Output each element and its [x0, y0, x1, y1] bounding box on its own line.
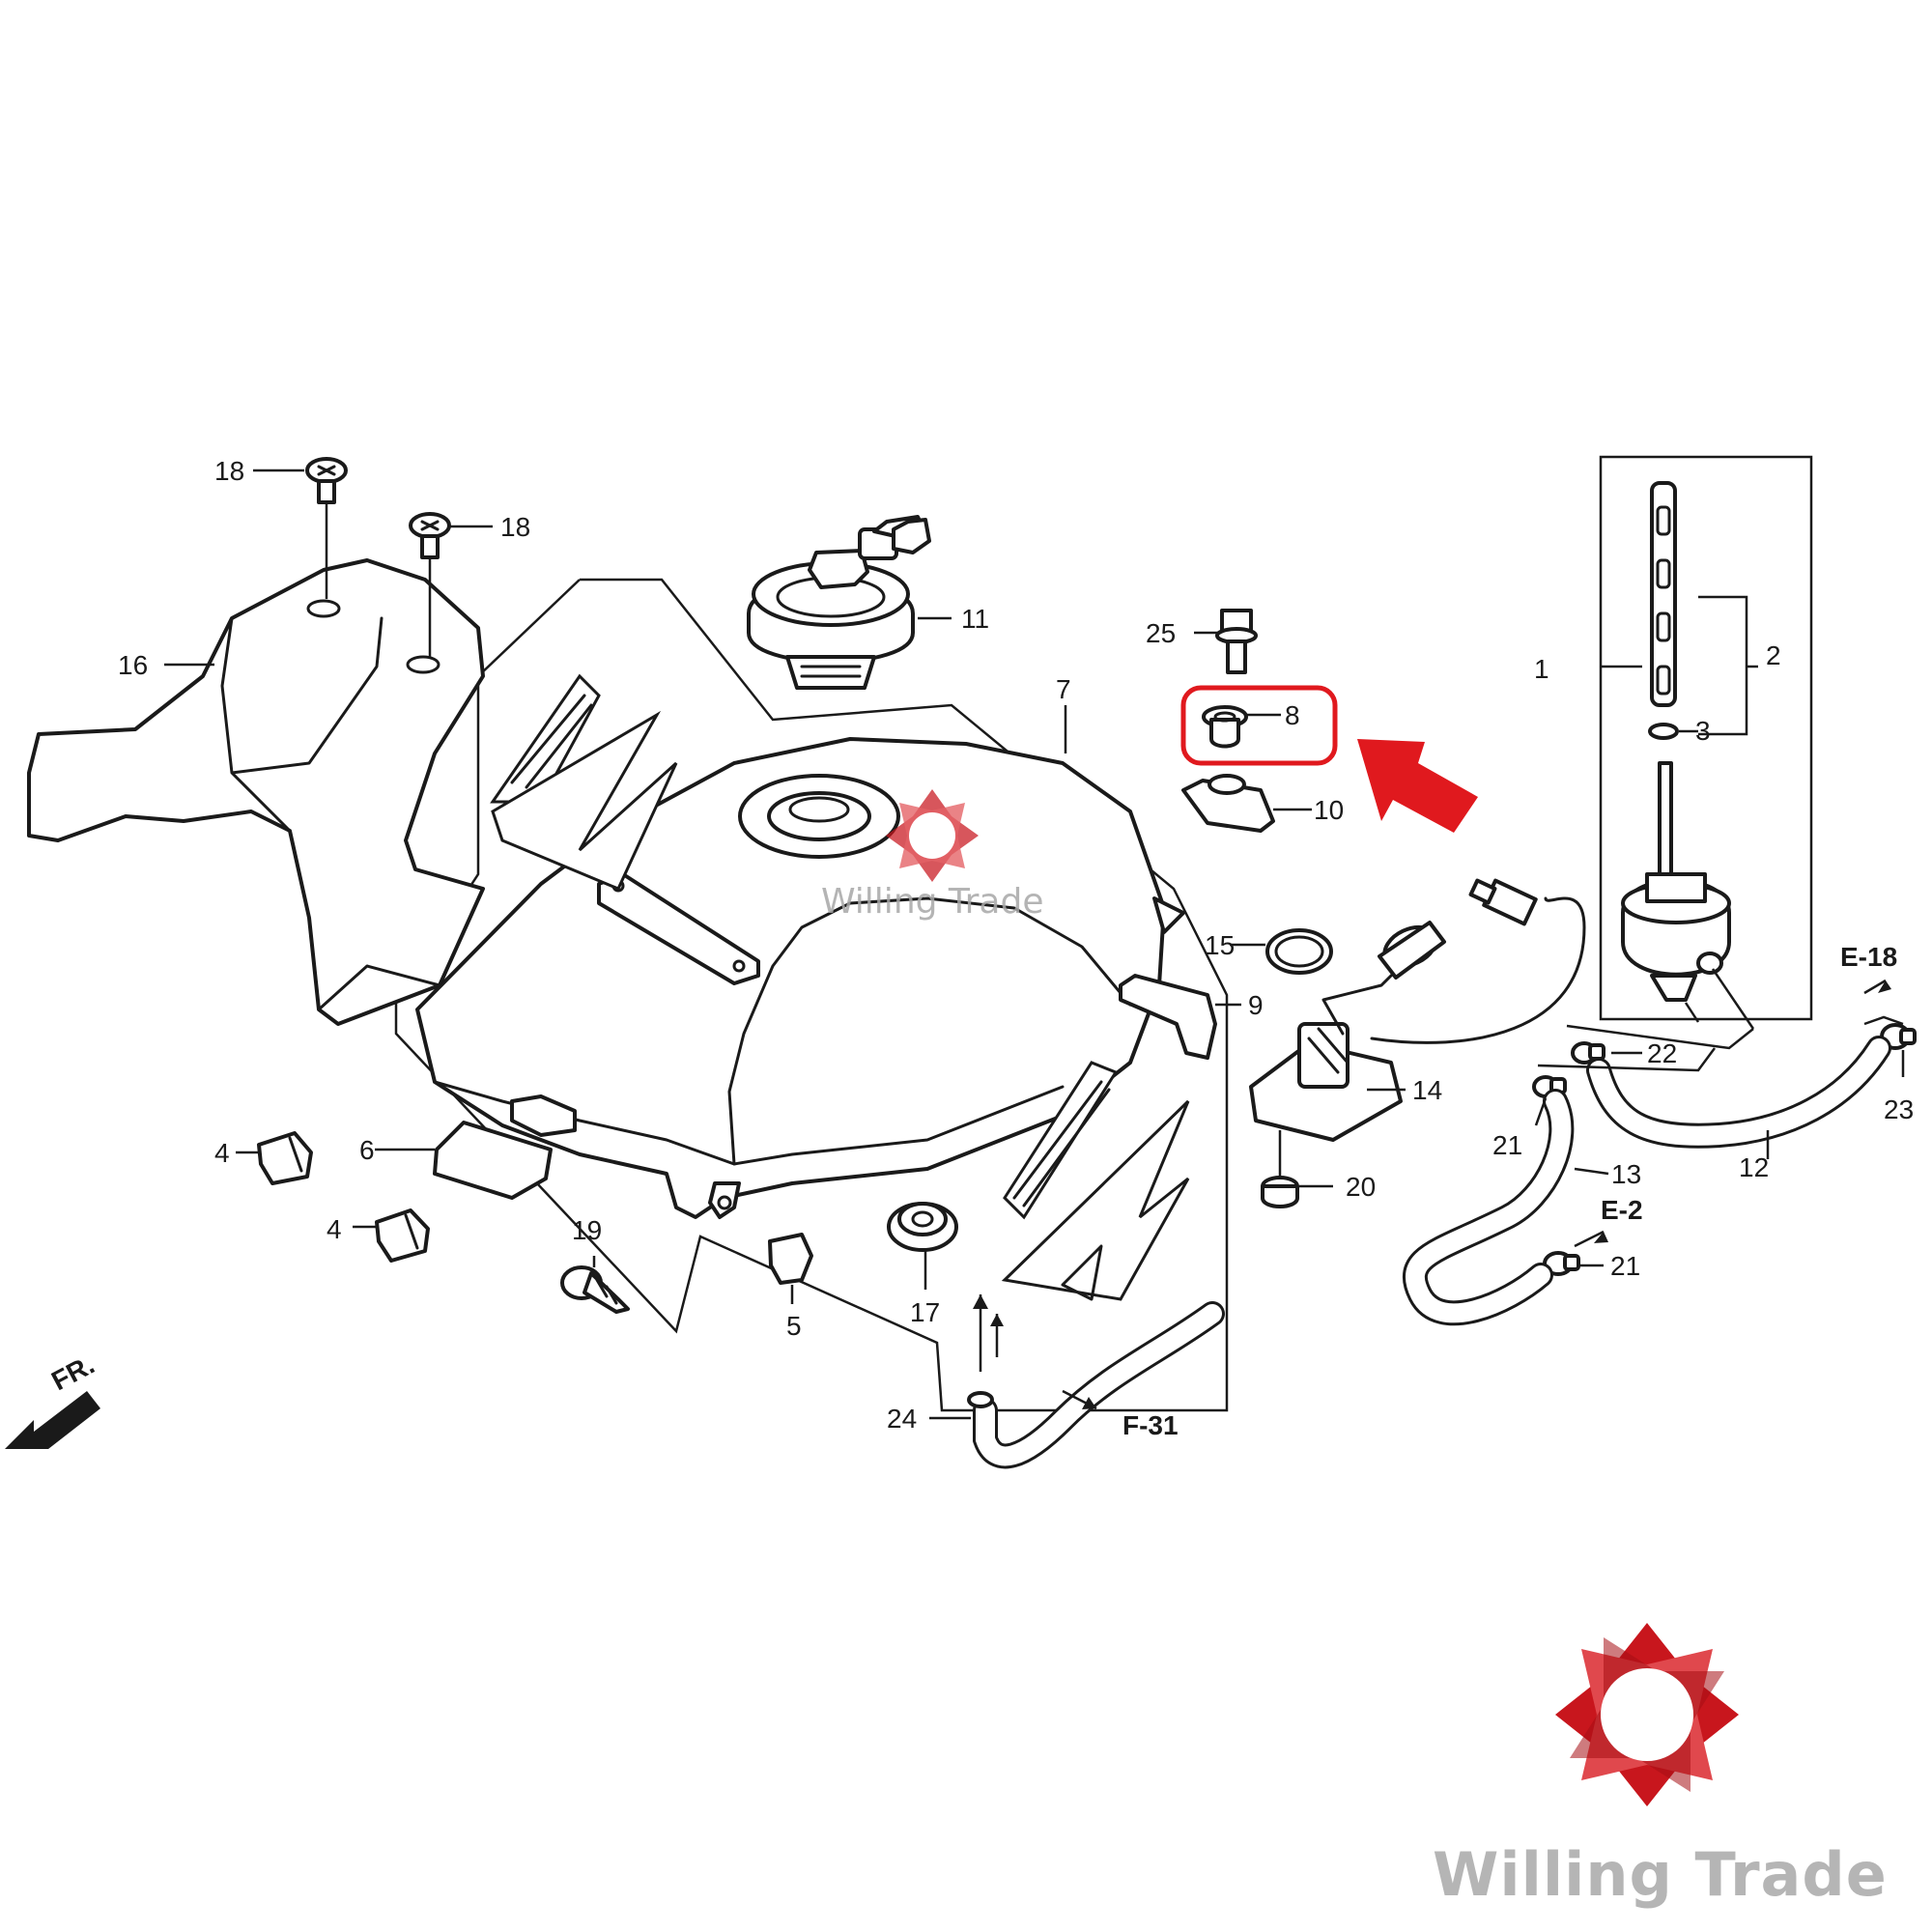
tank-tab [1152, 896, 1185, 934]
highlight-arrow-icon [1357, 739, 1478, 833]
washer-3 [1648, 723, 1679, 740]
callout-25: 25 [1146, 618, 1176, 648]
callout-20: 20 [1346, 1172, 1376, 1202]
callout-1: 1 [1534, 654, 1549, 684]
watermark: Willing Trade [821, 789, 1043, 922]
clip-5 [768, 1233, 813, 1285]
callout-15: 15 [1205, 930, 1235, 960]
callout-22: 22 [1647, 1038, 1677, 1068]
callout-9: 9 [1248, 990, 1264, 1020]
callout-23: 23 [1884, 1094, 1914, 1124]
clip-22 [1571, 1041, 1605, 1065]
cushion-6 [433, 1094, 577, 1200]
callout-8: 8 [1285, 700, 1300, 730]
front-arrow-icon [5, 1391, 100, 1449]
collar-8 [1202, 705, 1248, 749]
fuel-cap-11 [747, 515, 931, 690]
fuel-strainer-2 [1650, 481, 1677, 707]
ref-e18: E-18 [1840, 942, 1897, 972]
front-label: FR. [46, 1350, 99, 1397]
callout-4b: 4 [327, 1214, 342, 1244]
tank-bottom-lip [708, 1181, 741, 1219]
callout-12: 12 [1739, 1152, 1769, 1182]
bracket-9 [1119, 974, 1217, 1060]
tank-emblem-right [1001, 1061, 1190, 1301]
bolt-25 [1215, 609, 1258, 674]
callout-19: 19 [572, 1215, 602, 1245]
ref-e2: E-2 [1601, 1195, 1643, 1225]
callout-10: 10 [1314, 795, 1344, 825]
fuel-valve-frame [1599, 455, 1813, 1021]
callout-6: 6 [359, 1135, 375, 1165]
callout-7: 7 [1056, 674, 1071, 704]
reference-arrows [973, 979, 1891, 1410]
ref-f31: F-31 [1122, 1410, 1179, 1440]
callout-16: 16 [118, 650, 148, 680]
callout-18a: 18 [214, 456, 244, 486]
screw-19 [560, 1265, 630, 1314]
callout-2: 2 [1766, 640, 1781, 670]
side-cover-hole-b [406, 655, 440, 674]
clip-4b [375, 1208, 430, 1263]
watermark-text: Willing Trade [821, 882, 1043, 922]
leader-lines [164, 469, 1905, 1420]
fuel-valve-1 [1621, 761, 1731, 1002]
callout-4a: 4 [214, 1138, 230, 1168]
callout-17: 17 [910, 1297, 940, 1327]
screw-18a [305, 457, 348, 504]
callout-21a: 21 [1492, 1130, 1522, 1160]
callout-21b: 21 [1610, 1251, 1640, 1281]
callout-3: 3 [1695, 716, 1711, 746]
side-cover-hole-a [306, 599, 341, 618]
callout-numbers: 1 2 3 4 4 5 6 7 8 9 10 11 12 13 14 15 16… [118, 456, 1914, 1440]
side-cover-16 [27, 558, 485, 1026]
callout-14: 14 [1412, 1075, 1442, 1105]
key-icon [808, 549, 869, 589]
rubber-mount-10 [1181, 774, 1275, 833]
callout-5: 5 [786, 1311, 802, 1341]
fuel-pump-14 [1249, 878, 1586, 1142]
side-cover-16-edge [220, 616, 441, 1011]
screw-18b [409, 512, 451, 559]
highlight-box [1180, 685, 1338, 766]
clip-4a [257, 1131, 313, 1185]
grommet-17 [887, 1202, 958, 1252]
tank-emblem-left [490, 673, 678, 891]
brand-logo-icon [1555, 1623, 1739, 1806]
callout-13: 13 [1611, 1159, 1641, 1189]
brand-name: Willing Trade [1433, 1839, 1888, 1910]
watermark-logo-icon [886, 789, 979, 882]
callout-11: 11 [961, 604, 989, 634]
nut-20 [1261, 1176, 1299, 1208]
callout-18b: 18 [500, 512, 530, 542]
clip-21b [1543, 1251, 1580, 1276]
fuel-tank-filler [767, 791, 871, 841]
clip-23 [1880, 1023, 1917, 1050]
callout-24: 24 [887, 1404, 917, 1434]
